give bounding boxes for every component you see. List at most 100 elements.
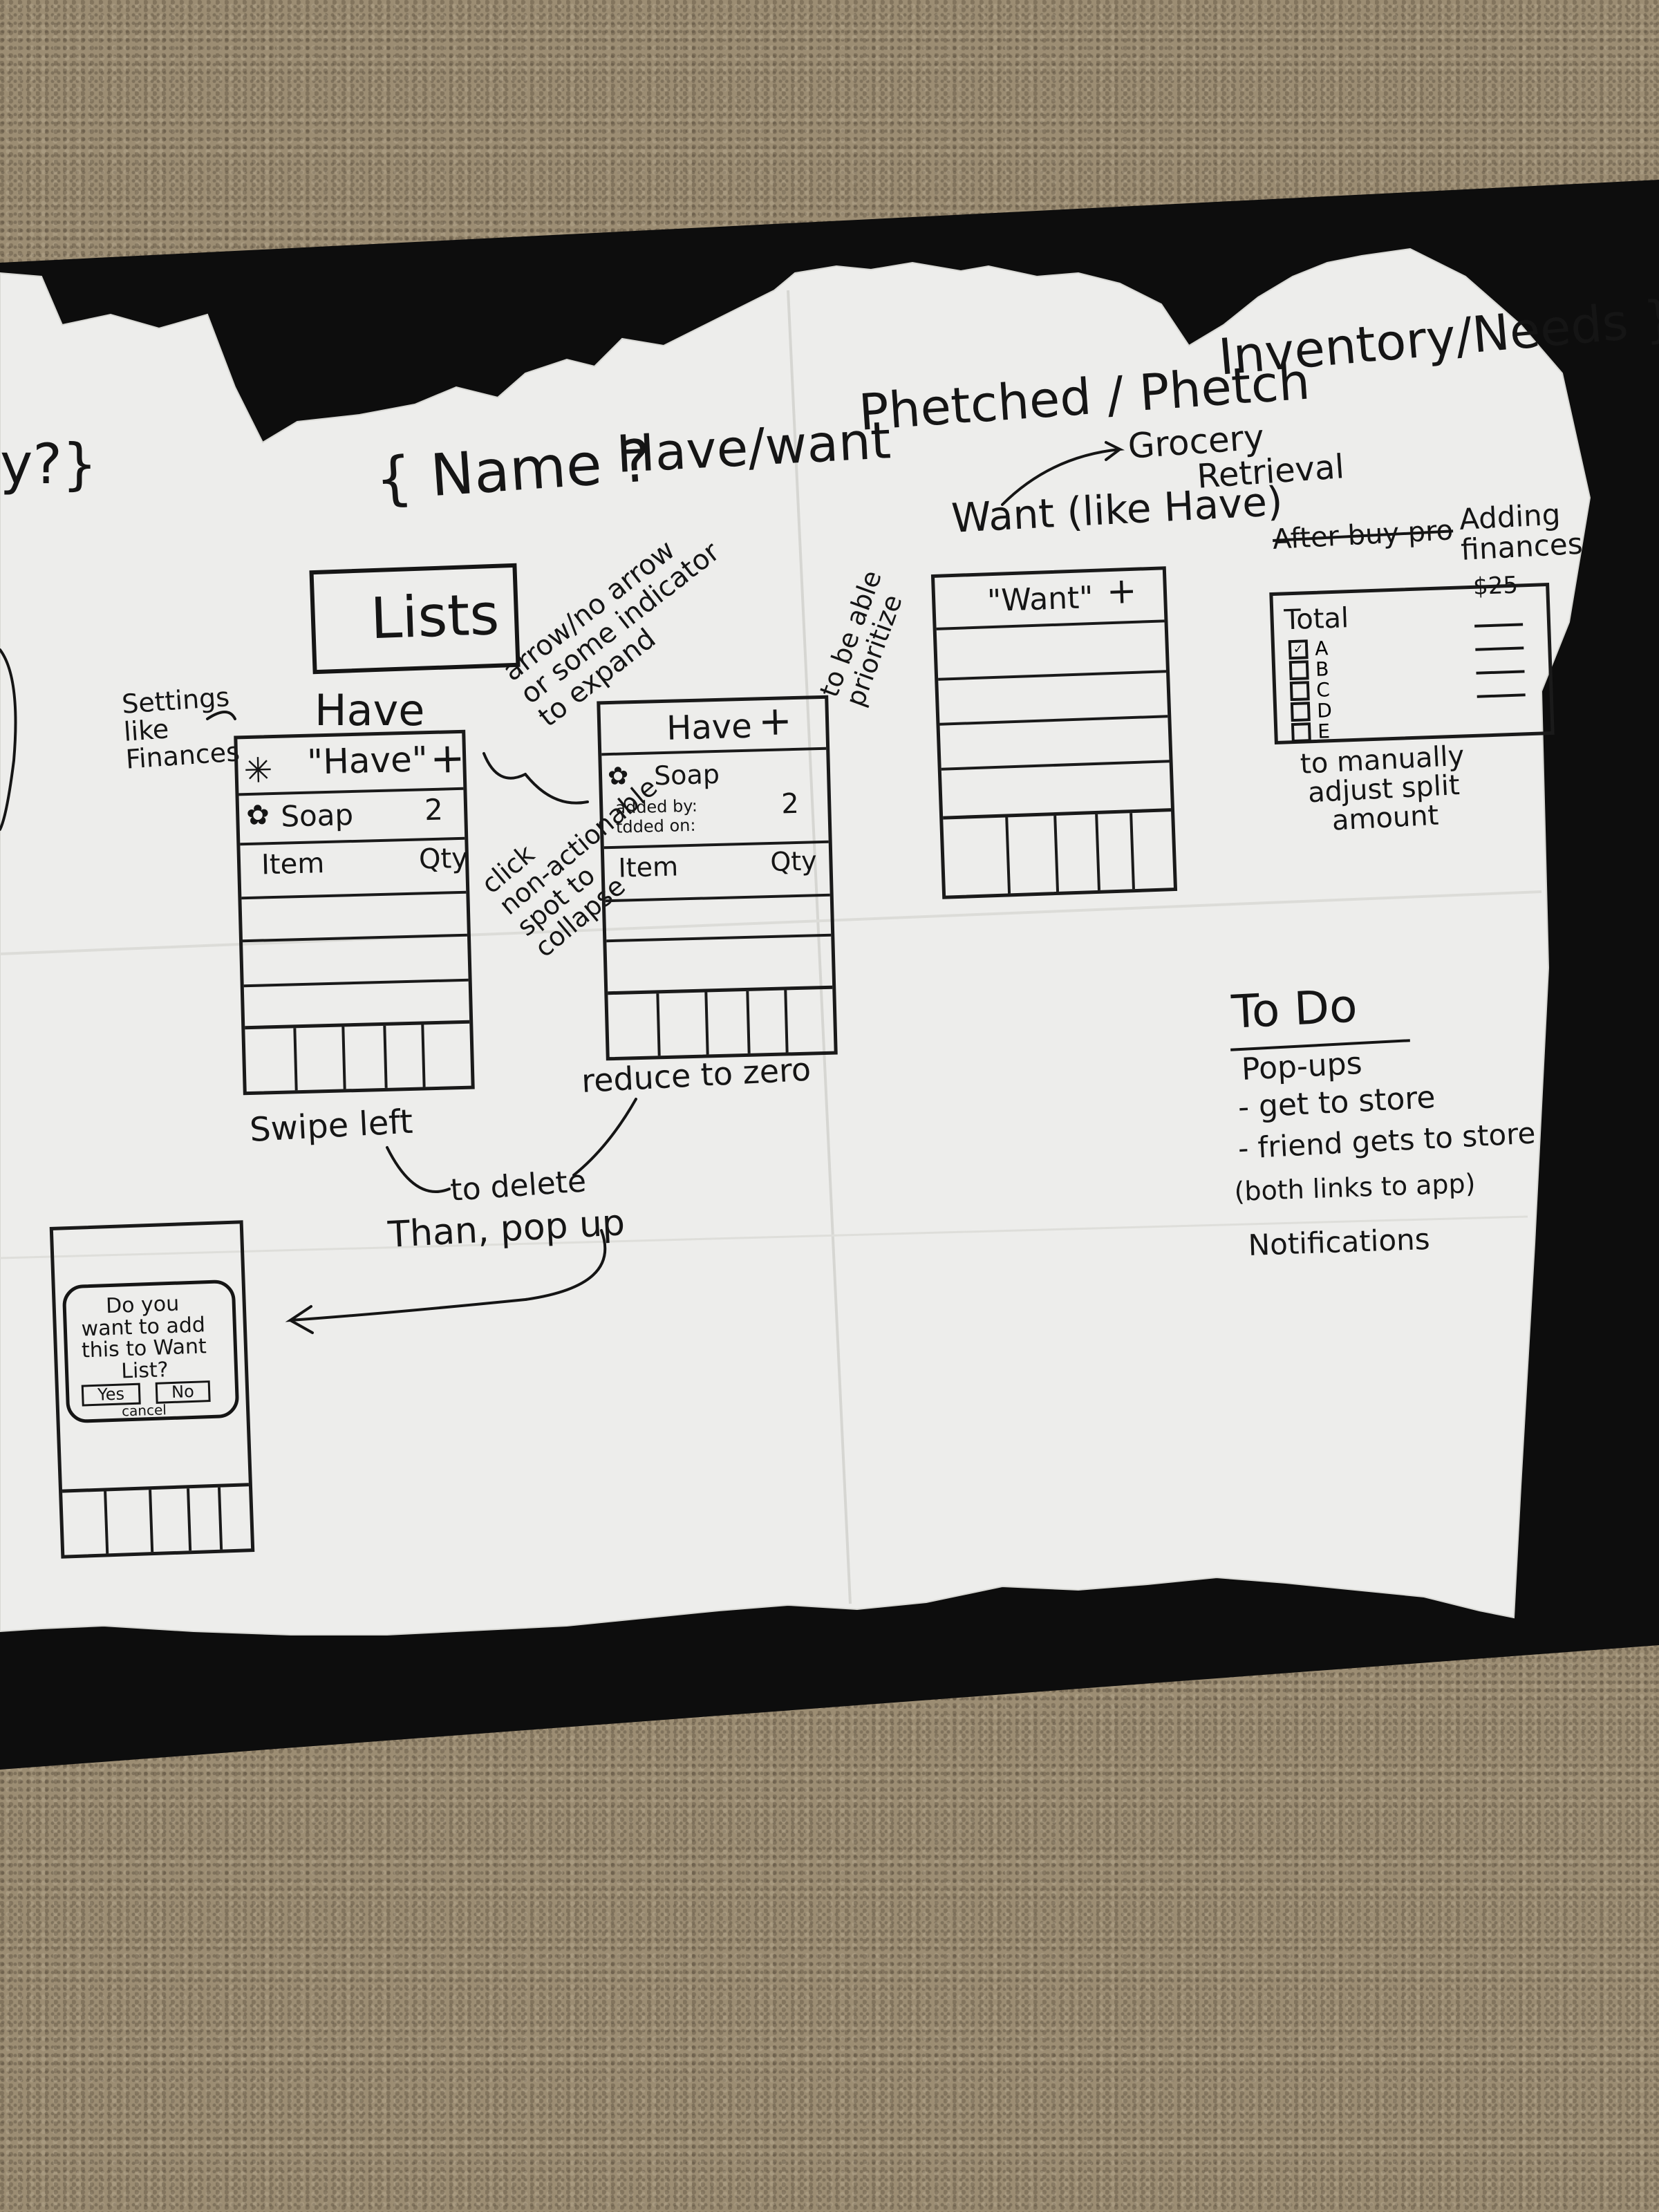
finance-option-label: D [1316, 699, 1333, 722]
popup-no-button[interactable]: No [155, 1380, 211, 1405]
row-divider [605, 893, 830, 903]
finance-option-label: B [1315, 657, 1329, 681]
row-divider [941, 760, 1170, 771]
finance-amount-lines [1474, 615, 1526, 698]
todo-popups: Pop-ups [1240, 1045, 1363, 1087]
popup-dialog: Do you want to add this to Want List? Ye… [62, 1279, 240, 1424]
finance-option-checkbox[interactable] [1291, 722, 1311, 742]
tab-divider [656, 993, 661, 1056]
tab-divider [746, 991, 751, 1053]
finance-option-row[interactable]: B [1288, 657, 1331, 681]
row-divider [601, 747, 827, 756]
tab-divider [383, 1025, 388, 1088]
tab-divider [218, 1487, 223, 1550]
finance-option-label: C [1315, 678, 1331, 702]
want-mock-title: "Want" [986, 579, 1094, 619]
finance-option-row[interactable]: E [1291, 720, 1333, 743]
popup-screen-mock: Do you want to add this to Want List? Ye… [49, 1220, 255, 1559]
soap-icon: ✿ [607, 762, 629, 791]
row-divider [242, 933, 467, 943]
tab-divider [1130, 813, 1135, 890]
row-divider [938, 670, 1167, 681]
lists-label: Lists [369, 581, 500, 653]
tab-divider [293, 1028, 298, 1091]
have-col-item: Item [261, 847, 325, 881]
todo-notifications: Notifications [1247, 1221, 1431, 1262]
tab-divider [421, 1024, 426, 1087]
tab-divider [149, 1490, 154, 1553]
tab-divider [784, 990, 789, 1053]
finance-option-row[interactable]: D [1290, 699, 1333, 722]
expanded-col-qty: Qty [769, 845, 818, 877]
finance-option-label: A [1314, 637, 1329, 660]
fold-crease [0, 890, 1542, 955]
adding-finances-heading: Adding finances [1458, 497, 1584, 567]
finance-option-checkbox[interactable] [1289, 680, 1310, 701]
expanded-mock-title: Have [666, 706, 753, 748]
row-divider [936, 619, 1165, 630]
soap-icon: ✿ [245, 799, 270, 832]
tab-divider [704, 992, 709, 1055]
finance-option-checkbox[interactable] [1290, 701, 1311, 722]
popup-question: Do you want to add this to Want List? [81, 1291, 207, 1384]
have-add-button[interactable]: + [429, 733, 466, 784]
manual-split-note: to manually adjust split amount [1299, 740, 1465, 837]
expanded-row-item[interactable]: Soap [653, 758, 720, 791]
swipe-to-delete-curve [386, 1146, 451, 1193]
have-mock-caption: Have [315, 685, 425, 735]
total-price: $25 [1472, 571, 1519, 601]
finance-option-row[interactable]: ✓A [1288, 637, 1331, 660]
want-list-mock: "Want" + [930, 566, 1178, 899]
want-add-button[interactable]: + [1105, 570, 1138, 613]
expanded-row-qty: 2 [780, 787, 800, 821]
arrow-to-grocery [1001, 441, 1125, 506]
arrow-to-expanded-mock [482, 752, 527, 780]
tab-divider [187, 1488, 192, 1551]
tab-divider [1095, 814, 1100, 890]
name-option-have-want: Have/want [615, 411, 892, 485]
tab-divider [1053, 815, 1060, 892]
reduce-to-delete-curve [572, 1098, 637, 1177]
finance-option-label: E [1317, 720, 1331, 743]
have-col-qty: Qty [418, 842, 469, 876]
popup-cancel-button[interactable]: cancel [121, 1401, 167, 1420]
expanded-tab-bar [608, 985, 834, 1058]
row-divider [939, 715, 1168, 726]
settings-icon[interactable]: ✳ [243, 750, 274, 791]
row-divider [241, 890, 467, 900]
finance-option-row[interactable]: C [1289, 678, 1332, 702]
want-tab-bar [943, 808, 1174, 896]
have-tab-bar [245, 1020, 471, 1092]
tab-divider [1005, 817, 1011, 894]
added-by-label: added by: [615, 796, 698, 818]
edge-text-fragment: y?} [0, 432, 97, 496]
have-row-item[interactable]: Soap [280, 797, 354, 834]
popup-tab-bar [62, 1483, 252, 1555]
tab-divider [341, 1027, 346, 1089]
settings-note: Settings like Finances [120, 682, 241, 775]
expanded-have-mock: Have + ✿ Soap added by: tdded on: 2 Item… [597, 695, 838, 1061]
left-edge-brace [0, 648, 17, 831]
todo-title: To Do [1230, 979, 1359, 1039]
expanded-add-button[interactable]: + [758, 697, 793, 745]
finance-option-checkbox[interactable] [1288, 659, 1309, 680]
finance-option-checkbox[interactable]: ✓ [1288, 639, 1309, 659]
added-on-label: tdded on: [615, 815, 696, 837]
arrow-to-expanded-row [524, 773, 589, 805]
total-label: Total [1283, 602, 1349, 637]
have-mock-title: "Have" [306, 739, 429, 782]
row-divider [606, 933, 832, 943]
swipe-left-note: Swipe left [248, 1102, 414, 1150]
expanded-col-item: Item [618, 851, 679, 883]
fold-crease [787, 290, 852, 1604]
lists-box: Lists [309, 563, 521, 675]
have-list-mock: ✳ "Have" + ✿ Soap 2 Item Qty [234, 729, 475, 1096]
torn-paper [0, 247, 1591, 1635]
popup-flow-arrow [285, 1229, 607, 1334]
fold-crease [0, 1215, 1528, 1259]
have-row-qty: 2 [424, 792, 444, 827]
tab-divider [104, 1491, 109, 1554]
